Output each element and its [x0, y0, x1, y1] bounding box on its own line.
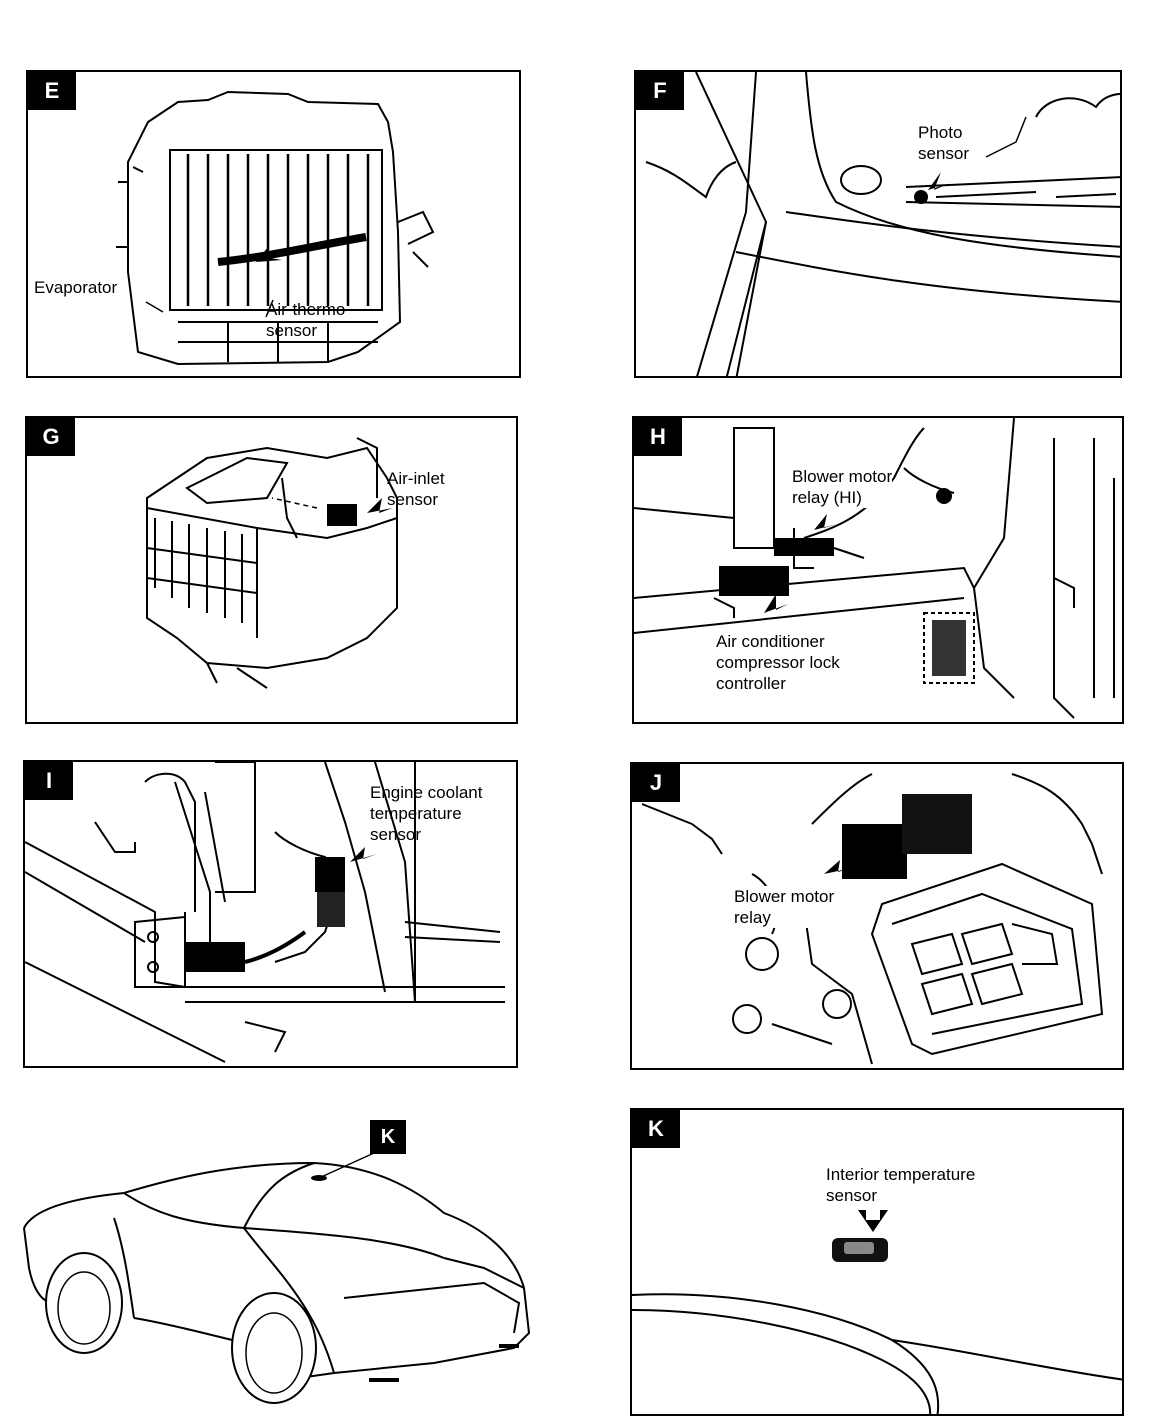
panel-badge: F	[636, 72, 684, 110]
arrow-icon	[814, 514, 837, 530]
connector	[185, 942, 245, 972]
panel-badge: E	[28, 72, 76, 110]
arrow-icon	[350, 847, 377, 862]
panel-k: K Interior temperature sensor	[630, 1108, 1124, 1416]
arrow-icon	[824, 860, 852, 874]
blower-relay-drawing	[641, 773, 1104, 1065]
arrow-icon	[858, 1210, 888, 1232]
photo-sensor-drawing	[645, 72, 1120, 376]
panel-f: F Photo sensor	[634, 70, 1122, 378]
car-badge: K	[370, 1120, 406, 1154]
panel-badge: I	[25, 762, 73, 800]
photo-sensor-label: Photo sensor	[918, 123, 970, 163]
interior-sensor-drawing	[632, 1210, 1122, 1414]
air-inlet-sensor-drawing	[146, 437, 398, 689]
photo-sensor-dot	[914, 190, 928, 204]
blower-motor-relay-hi-label: Blower motor relay (HI)	[792, 466, 893, 508]
coolant-sensor-drawing	[25, 762, 505, 1063]
coolant-sensor-body	[315, 857, 345, 892]
panel-h: H Blower motor relay (HI) Air conditione…	[632, 416, 1124, 724]
car-overview: K	[14, 1118, 544, 1408]
panel-g: G Air-inlet sensor	[25, 416, 518, 724]
evaporator-label: Evaporator	[34, 277, 118, 298]
car-drawing	[23, 1152, 531, 1404]
relay-controller-drawing	[634, 418, 1115, 719]
compressor-lock-controller	[719, 566, 789, 596]
arrow-icon	[367, 498, 393, 513]
panel-badge: J	[632, 764, 680, 802]
evaporator-drawing	[116, 90, 435, 366]
panel-badge: K	[632, 1110, 680, 1148]
arrow-icon	[928, 172, 948, 190]
coolant-sensor-label: Engine coolant temperature sensor	[370, 783, 483, 844]
panel-i: I Engine coolant temperature sensor	[23, 760, 518, 1068]
arrow-icon	[256, 247, 282, 262]
panel-badge: H	[634, 418, 682, 456]
air-inlet-sensor-label: Air-inlet sensor	[387, 469, 445, 509]
panel-badge: G	[27, 418, 75, 456]
air-thermo-sensor-wire	[217, 233, 367, 266]
blower-motor-relay-box	[842, 824, 907, 879]
compressor-lock-controller-label: Air conditioner compressor lock controll…	[716, 631, 840, 694]
panel-j: J Blower motor relay	[630, 762, 1124, 1070]
blower-motor-relay-hi	[774, 538, 834, 556]
arrow-icon	[764, 594, 788, 613]
air-thermo-sensor-label: Air-thermo sensor	[266, 300, 346, 340]
panel-e: E Evaporator Air-thermo sensor	[26, 70, 521, 378]
air-inlet-sensor-body	[327, 504, 357, 526]
blower-motor-relay-label: Blower motor relay	[734, 886, 835, 928]
interior-temperature-sensor-label: Interior temperature sensor	[826, 1165, 976, 1205]
